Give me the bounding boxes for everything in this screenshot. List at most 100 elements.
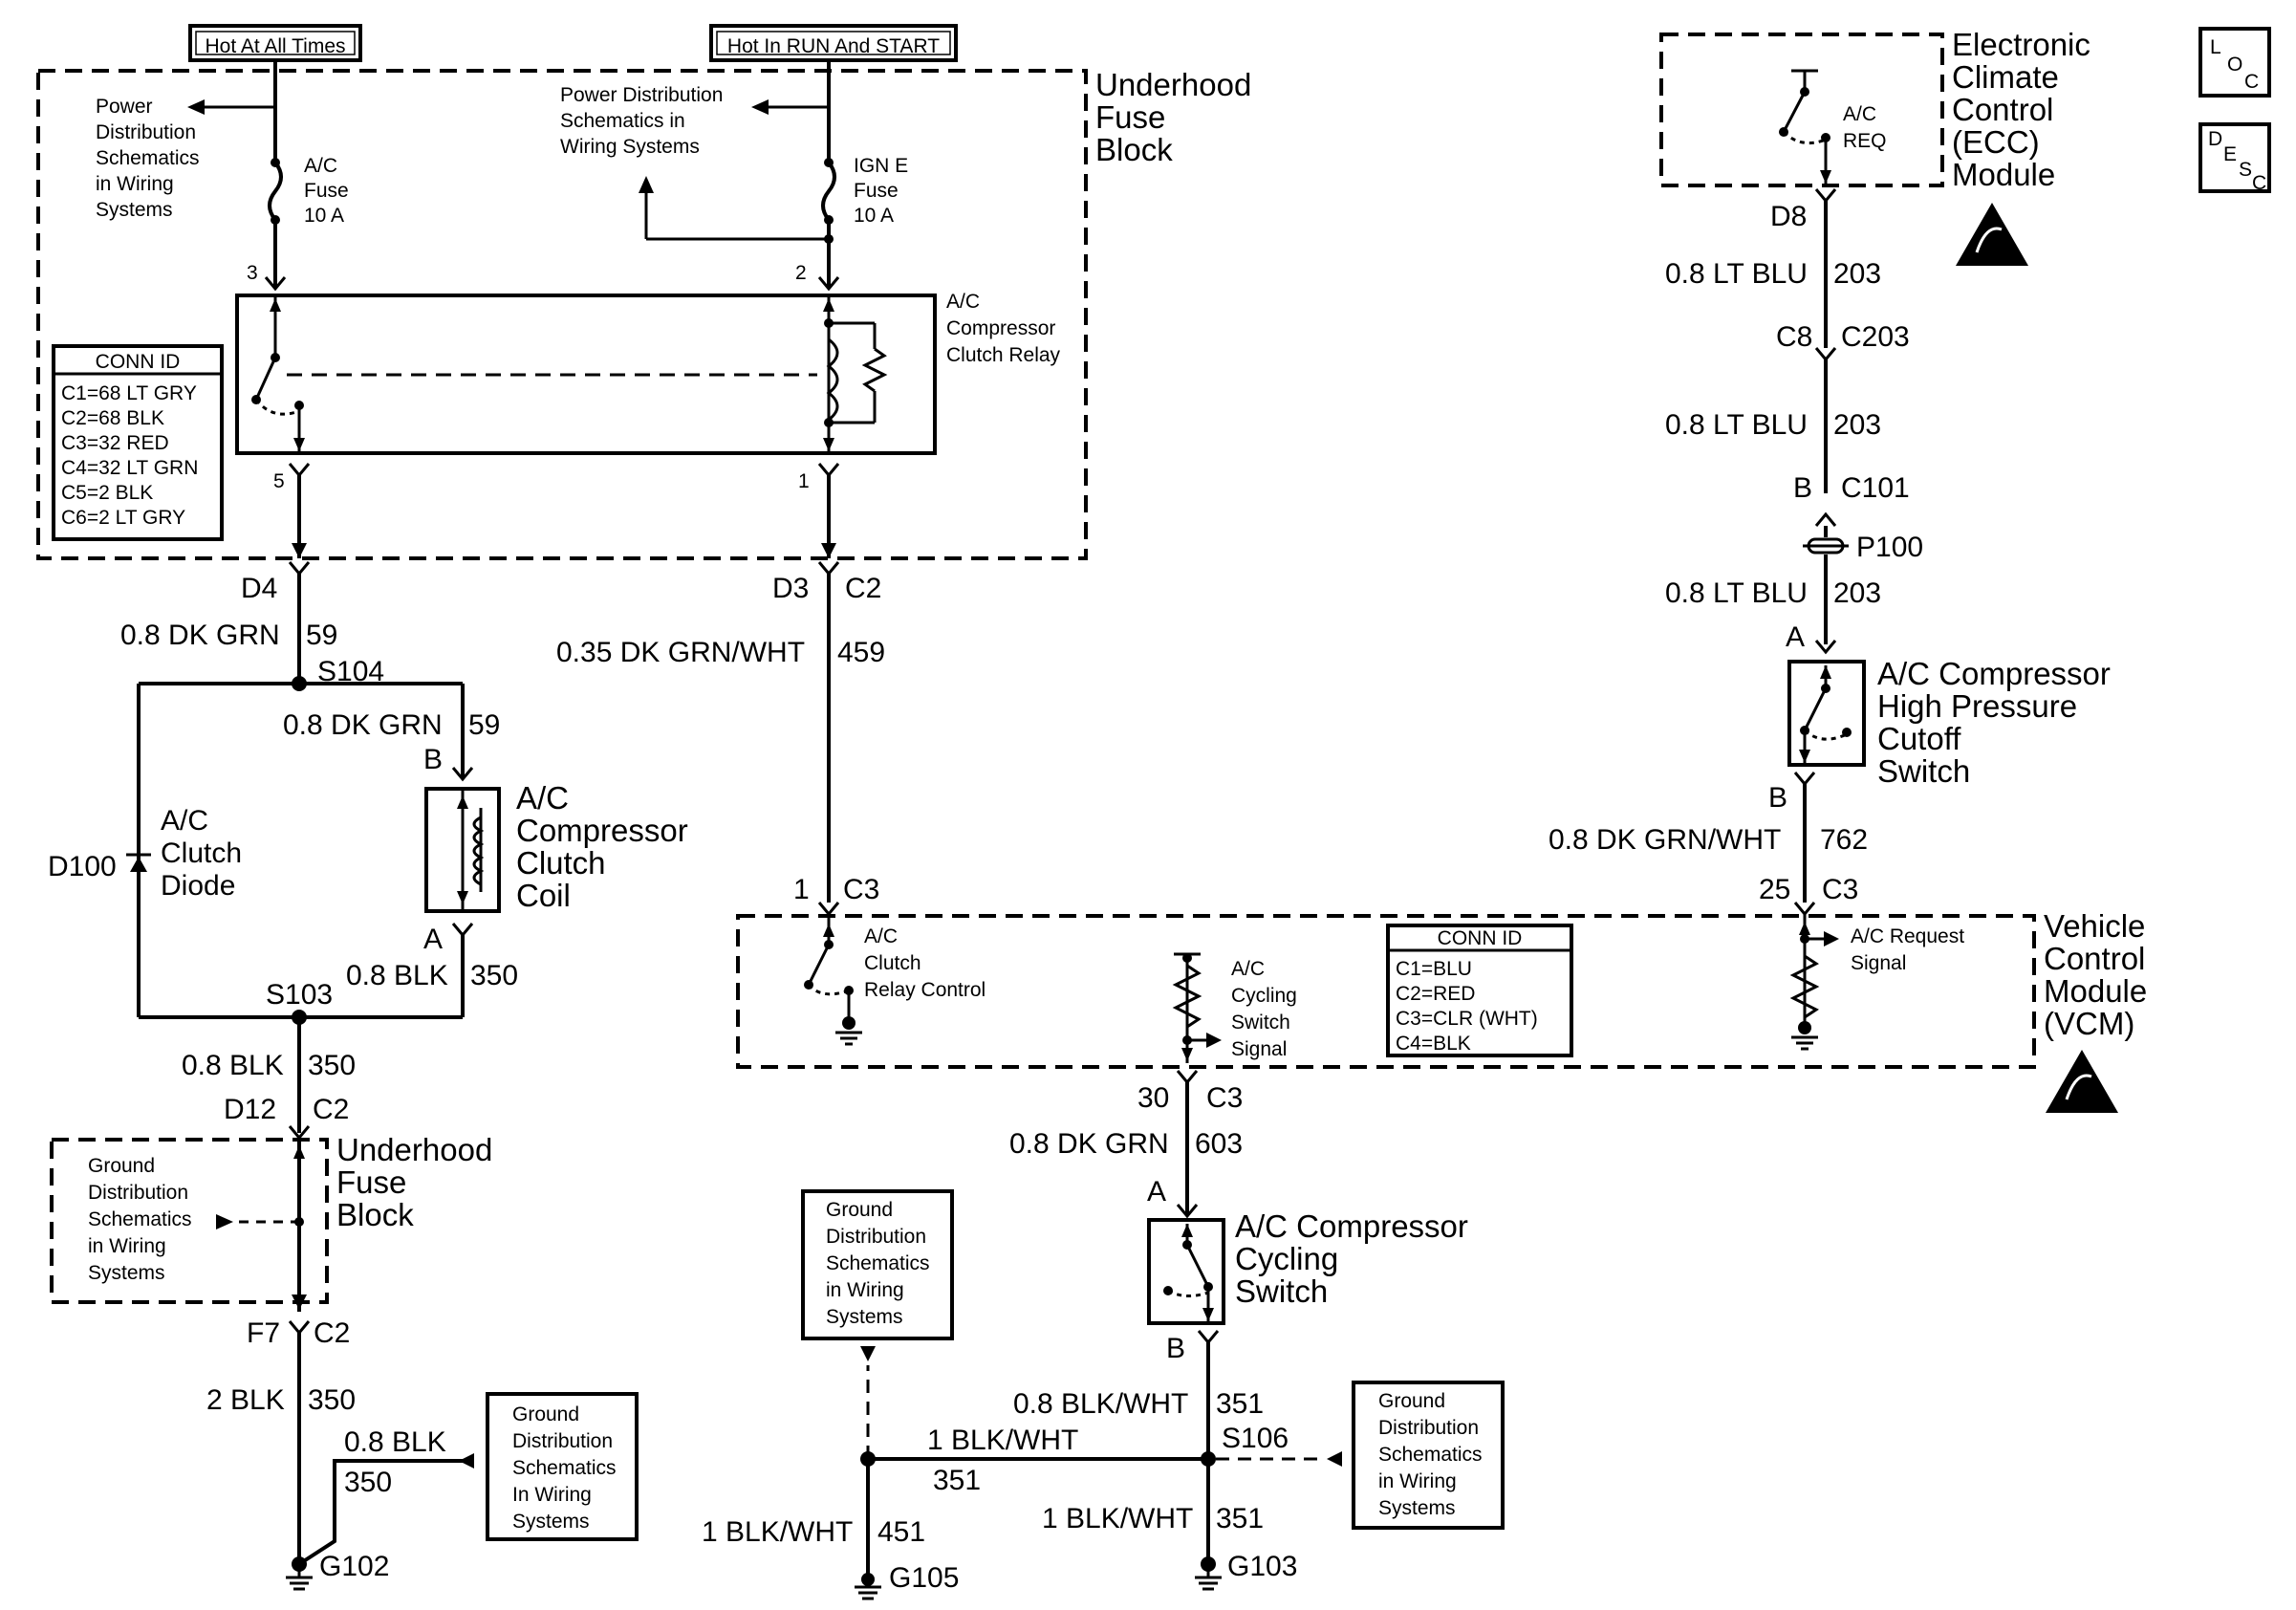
- svg-text:Fuse: Fuse: [854, 180, 899, 202]
- pullup-resistor-icon: [1172, 964, 1202, 1029]
- svg-text:(ECC): (ECC): [1952, 124, 2040, 160]
- svg-text:451: 451: [877, 1516, 925, 1548]
- ground-g105: G105: [889, 1562, 959, 1594]
- svg-text:Electronic: Electronic: [1952, 27, 2090, 62]
- svg-text:C6=2 LT GRY: C6=2 LT GRY: [61, 507, 185, 529]
- wire-603: 0.8 DK GRN: [1009, 1128, 1169, 1160]
- svg-text:Signal: Signal: [1231, 1038, 1287, 1060]
- relay-pin2: 2: [795, 262, 807, 284]
- svg-text:B: B: [1166, 1333, 1185, 1364]
- svg-text:S: S: [2239, 159, 2252, 181]
- svg-text:Schematics: Schematics: [96, 147, 200, 169]
- svg-text:603: 603: [1195, 1128, 1243, 1160]
- relay-control-label: A/C Clutch Relay Control: [864, 925, 986, 1001]
- power-source-hot-run: Hot In RUN And START: [709, 24, 958, 62]
- svg-text:In Wiring: In Wiring: [512, 1484, 592, 1506]
- wire-762: 0.8 DK GRN/WHT: [1549, 824, 1781, 856]
- relay-control-switch-icon: [807, 944, 831, 986]
- arrow-left-icon: [187, 99, 205, 115]
- wire-350-c: 2 BLK: [206, 1384, 285, 1416]
- svg-text:203: 203: [1833, 577, 1881, 609]
- fuse-icon: [268, 161, 283, 222]
- svg-text:REQ: REQ: [1843, 130, 1887, 152]
- svg-text:Module: Module: [2044, 973, 2147, 1009]
- svg-text:B: B: [1793, 472, 1812, 504]
- svg-text:351: 351: [1216, 1388, 1264, 1420]
- resistor-icon: [861, 347, 888, 393]
- relay-pin3: 3: [247, 262, 258, 284]
- svg-text:C3=32 RED: C3=32 RED: [61, 432, 169, 454]
- svg-text:203: 203: [1833, 258, 1881, 290]
- svg-text:D: D: [2208, 128, 2222, 150]
- svg-text:59: 59: [468, 709, 500, 741]
- svg-text:Ground: Ground: [826, 1199, 893, 1221]
- svg-text:A/C: A/C: [1843, 103, 1876, 125]
- wire-351-c: 1 BLK/WHT: [1042, 1503, 1193, 1534]
- svg-text:C3: C3: [1206, 1082, 1243, 1114]
- svg-text:Underhood: Underhood: [336, 1132, 492, 1167]
- svg-text:350: 350: [308, 1050, 356, 1081]
- coil-icon: [472, 816, 485, 886]
- wire-203-b: 0.8 LT BLU: [1665, 409, 1808, 441]
- svg-text:Block: Block: [336, 1197, 414, 1232]
- svg-text:A: A: [1786, 621, 1805, 653]
- svg-text:A/C: A/C: [1231, 958, 1265, 980]
- svg-text:Climate: Climate: [1952, 59, 2059, 95]
- ground-distribution-note-4: Ground Distribution Schematics in Wiring…: [1352, 1381, 1505, 1530]
- power-source-hot-all: Hot At All Times: [188, 24, 362, 62]
- svg-text:C3=CLR (WHT): C3=CLR (WHT): [1396, 1008, 1538, 1030]
- high-pressure-cutoff-switch: [1787, 660, 1866, 767]
- clutch-diode-label: A/C Clutch Diode: [161, 805, 242, 902]
- loc-legend-icon[interactable]: L O C: [2199, 27, 2271, 98]
- conn-id-table-fuse-block: CONN ID C1=68 LT GRY C2=68 BLK C3=32 RED…: [52, 344, 224, 541]
- svg-text:Fuse: Fuse: [1095, 99, 1165, 135]
- svg-text:351: 351: [933, 1465, 981, 1496]
- svg-text:Schematics in: Schematics in: [560, 110, 685, 132]
- svg-text:S106: S106: [1222, 1423, 1289, 1454]
- relay-pin5: 5: [273, 470, 285, 492]
- underhood-fuse-block-2-label: Underhood Fuse Block: [336, 1132, 492, 1232]
- svg-text:Systems: Systems: [826, 1306, 903, 1328]
- svg-text:Systems: Systems: [96, 199, 173, 221]
- svg-text:F7: F7: [247, 1317, 280, 1349]
- svg-text:Clutch: Clutch: [161, 838, 242, 869]
- svg-text:10 A: 10 A: [304, 205, 344, 227]
- svg-text:Diode: Diode: [161, 870, 235, 902]
- svg-text:C3: C3: [1822, 874, 1858, 905]
- cycling-signal-label: A/C Cycling Switch Signal: [1231, 958, 1297, 1060]
- desc-legend-icon[interactable]: D E S C: [2199, 122, 2271, 194]
- svg-text:C: C: [2244, 71, 2259, 93]
- svg-text:Wiring Systems: Wiring Systems: [560, 136, 700, 158]
- svg-text:E: E: [2223, 143, 2237, 165]
- svg-text:D3: D3: [772, 573, 809, 604]
- diode-icon: [130, 857, 147, 872]
- svg-text:A/C: A/C: [161, 805, 208, 837]
- svg-text:Cycling: Cycling: [1235, 1241, 1338, 1276]
- svg-text:C8: C8: [1776, 321, 1812, 353]
- svg-text:C2=68 BLK: C2=68 BLK: [61, 407, 164, 429]
- esd-warning-icon-ecc: [1956, 203, 2028, 266]
- svg-text:A/C: A/C: [516, 780, 569, 816]
- svg-text:Distribution: Distribution: [826, 1226, 926, 1248]
- hot-all-label: Hot At All Times: [205, 35, 345, 57]
- svg-text:in Wiring: in Wiring: [88, 1235, 166, 1257]
- wire-203-a: 0.8 LT BLU: [1665, 258, 1808, 290]
- ground-distribution-note-2: Ground Distribution Schematics In Wiring…: [486, 1392, 639, 1541]
- svg-text:D8: D8: [1770, 201, 1807, 232]
- svg-text:IGN E: IGN E: [854, 155, 908, 177]
- wire-459: 0.35 DK GRN/WHT: [556, 637, 805, 668]
- ground-g103: G103: [1227, 1551, 1297, 1582]
- vcm-outline: [736, 914, 2036, 1069]
- svg-text:C1=BLU: C1=BLU: [1396, 958, 1472, 980]
- svg-text:in Wiring: in Wiring: [826, 1279, 904, 1301]
- svg-text:Clutch: Clutch: [516, 845, 606, 881]
- wire-451: 1 BLK/WHT: [702, 1516, 853, 1548]
- ground-distribution-note-1: Ground Distribution Schematics in Wiring…: [88, 1155, 192, 1284]
- svg-text:762: 762: [1820, 824, 1868, 856]
- svg-text:Signal: Signal: [1851, 952, 1906, 974]
- svg-text:B: B: [423, 744, 443, 775]
- svg-text:O: O: [2227, 54, 2242, 76]
- hp-switch-label: A/C Compressor High Pressure Cutoff Swit…: [1877, 656, 2111, 789]
- svg-text:Vehicle: Vehicle: [2044, 908, 2145, 944]
